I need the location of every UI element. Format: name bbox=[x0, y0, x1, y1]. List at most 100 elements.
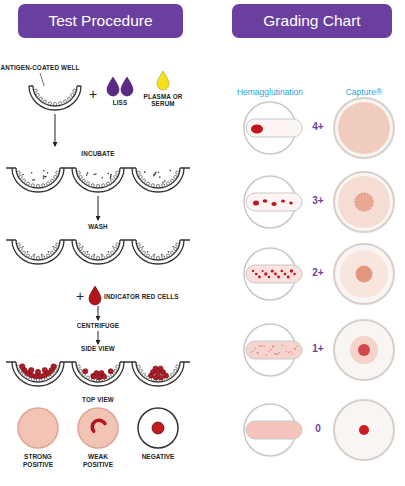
antigen bbox=[166, 254, 169, 257]
step-label: INCUBATE bbox=[68, 150, 128, 157]
antigen bbox=[59, 102, 62, 105]
antigen bbox=[31, 184, 34, 187]
agglutinate bbox=[253, 201, 259, 206]
antigen-well bbox=[29, 86, 81, 110]
antigen bbox=[36, 256, 39, 259]
antigen bbox=[162, 184, 165, 187]
bound-antibody bbox=[22, 246, 24, 248]
capture-well bbox=[334, 244, 394, 304]
well-contents bbox=[17, 170, 179, 188]
column-heading: Capture® bbox=[334, 88, 394, 98]
capture-view bbox=[334, 98, 394, 460]
antibody bbox=[45, 176, 47, 178]
result-label: NEGATIVE bbox=[136, 453, 180, 461]
antigen bbox=[86, 254, 89, 257]
antigen bbox=[106, 254, 109, 257]
agglutinate bbox=[271, 202, 276, 206]
antigen bbox=[162, 256, 165, 259]
antigen bbox=[137, 243, 140, 246]
step-arrow bbox=[98, 331, 99, 344]
view-label: TOP VIEW bbox=[68, 396, 128, 403]
antigen bbox=[77, 243, 80, 246]
liss-drop bbox=[121, 77, 133, 96]
antigen bbox=[56, 171, 59, 174]
result-label: WEAK POSITIVE bbox=[76, 453, 120, 469]
antibody bbox=[110, 177, 112, 179]
bound-antibody bbox=[48, 251, 50, 253]
antibody bbox=[110, 174, 112, 176]
tube bbox=[246, 421, 302, 439]
antigen bbox=[96, 184, 99, 187]
antigen bbox=[116, 365, 119, 368]
plasma-drop bbox=[157, 71, 169, 90]
tube bbox=[246, 341, 302, 359]
bound-antibody bbox=[87, 251, 89, 253]
antigen bbox=[176, 171, 179, 174]
antigen bbox=[36, 93, 39, 96]
well bbox=[72, 362, 124, 386]
fine-agglutinate bbox=[261, 345, 262, 346]
bound-antibody bbox=[112, 246, 114, 248]
header-text: Test Procedure bbox=[48, 12, 152, 30]
antigen bbox=[48, 102, 51, 105]
antigen bbox=[17, 243, 20, 246]
antigen bbox=[91, 256, 94, 259]
antigen bbox=[86, 376, 89, 379]
circle-outline bbox=[72, 406, 124, 450]
antibody bbox=[31, 172, 33, 174]
antigen bbox=[96, 256, 99, 259]
reagent-label: PLASMA OR SERUM bbox=[143, 93, 183, 107]
well bbox=[132, 168, 184, 192]
antigen bbox=[82, 179, 85, 182]
plus-sign: + bbox=[72, 288, 88, 304]
agglutinate bbox=[262, 270, 264, 272]
bound-antibody bbox=[101, 254, 103, 256]
red-cell bbox=[108, 369, 113, 374]
antigen bbox=[166, 182, 169, 185]
antigen bbox=[171, 179, 174, 182]
antigen bbox=[142, 251, 145, 254]
fine-agglutinate bbox=[297, 345, 298, 346]
antigen bbox=[176, 243, 179, 246]
capture-well bbox=[334, 320, 394, 380]
red-cell bbox=[94, 370, 99, 375]
well bbox=[72, 240, 124, 264]
fine-agglutinate bbox=[266, 354, 267, 355]
agglutinate bbox=[271, 269, 274, 272]
fine-agglutinate bbox=[283, 345, 284, 346]
bound-antibody bbox=[27, 251, 29, 253]
antibody bbox=[110, 175, 112, 177]
red-cell bbox=[83, 369, 88, 374]
bound-antibody bbox=[93, 254, 95, 256]
agglutinate bbox=[290, 269, 293, 272]
red-cell bbox=[42, 367, 47, 372]
fine-agglutinate bbox=[290, 351, 291, 352]
fine-agglutinate bbox=[259, 345, 261, 347]
bound-antibody bbox=[108, 251, 110, 253]
agglutinates bbox=[250, 345, 297, 356]
antigen bbox=[114, 369, 117, 372]
antigen bbox=[114, 175, 117, 178]
antibody bbox=[93, 174, 95, 176]
antigen bbox=[71, 93, 74, 96]
result-circle: NEGATIVE bbox=[132, 406, 184, 450]
bound-antibody bbox=[153, 254, 155, 256]
antigen bbox=[139, 175, 142, 178]
antigen bbox=[73, 89, 76, 92]
reagent-label: INDICATOR RED CELLS bbox=[104, 293, 200, 300]
antigen bbox=[137, 365, 140, 368]
antibody bbox=[22, 174, 24, 176]
cell-monolayer bbox=[338, 176, 390, 228]
antibody bbox=[164, 180, 166, 182]
antigen bbox=[139, 369, 142, 372]
antigen bbox=[36, 184, 39, 187]
antibody bbox=[43, 178, 45, 180]
well-row bbox=[6, 240, 190, 264]
antibody bbox=[144, 171, 146, 173]
well-contents bbox=[17, 243, 179, 260]
section-header: Grading Chart bbox=[232, 4, 392, 38]
agglutinate bbox=[268, 276, 271, 279]
antibody bbox=[162, 182, 164, 184]
well bbox=[12, 168, 64, 192]
antigen bbox=[77, 171, 80, 174]
